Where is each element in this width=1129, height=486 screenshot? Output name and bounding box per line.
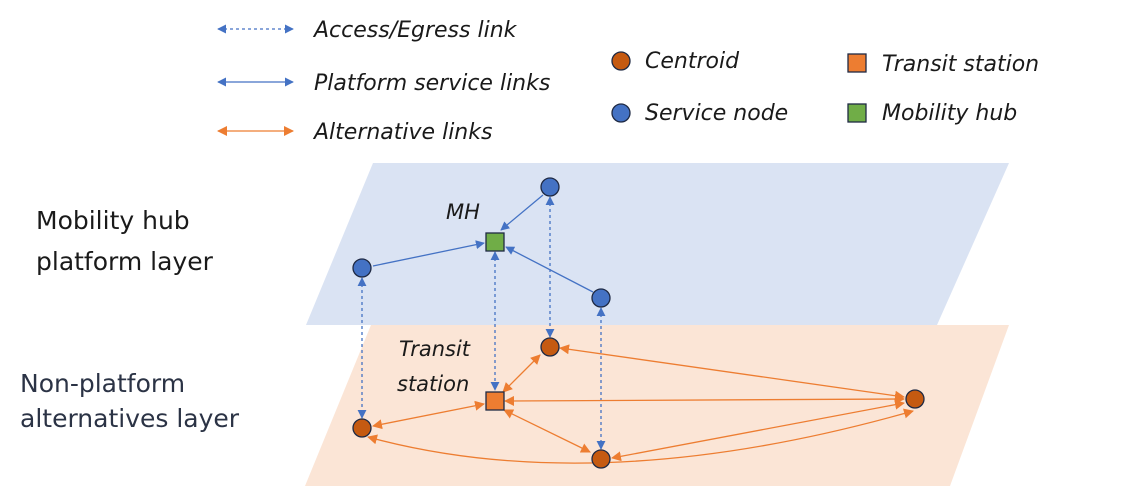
service-node-top bbox=[540, 177, 560, 197]
legend-alternative-label: Alternative links bbox=[312, 120, 492, 145]
legend-mobility-hub-symbol bbox=[847, 103, 867, 123]
transit-station-label-line2: station bbox=[397, 372, 469, 396]
service-node-left bbox=[352, 258, 372, 278]
alt-link-station-centroid-top bbox=[502, 354, 541, 393]
centroid-node-right bbox=[905, 389, 925, 409]
centroid-node-top bbox=[540, 337, 560, 357]
platform-layer-plane bbox=[306, 163, 1009, 325]
legend-platform-service: Platform service links bbox=[217, 71, 550, 96]
legend-service-node-label: Service node bbox=[645, 101, 788, 126]
legend-platform-service-label: Platform service links bbox=[314, 71, 550, 96]
non-platform-layer-label-line2: alternatives layer bbox=[20, 404, 240, 433]
platform-link-top-to-hub bbox=[500, 194, 544, 231]
legend-service-node-symbol bbox=[611, 103, 631, 123]
legend-centroid: Centroid bbox=[611, 49, 740, 74]
transit-station-label-line1: Transit bbox=[399, 337, 471, 361]
legend-centroid-label: Centroid bbox=[645, 49, 740, 74]
platform-layer-label-line2: platform layer bbox=[36, 247, 214, 276]
centroid-node-left bbox=[352, 418, 372, 438]
legend-alternative: Alternative links bbox=[217, 120, 492, 145]
mobility-hub-label: MH bbox=[446, 200, 480, 224]
legend-access-egress-label: Access/Egress link bbox=[312, 18, 518, 43]
alt-link-centroid-top-centroid-right bbox=[559, 344, 905, 401]
platform-layer-label-line1: Mobility hub bbox=[36, 206, 190, 235]
mobility-hub-node bbox=[485, 232, 505, 252]
service-node-right bbox=[591, 288, 611, 308]
legend-transit-station: Transit station bbox=[847, 52, 1039, 77]
transit-station-node bbox=[485, 391, 505, 411]
alt-link-centroid-left-centroid-right-curve bbox=[367, 408, 914, 464]
legend-mobility-hub: Mobility hub bbox=[847, 101, 1017, 126]
platform-link-left-to-hub bbox=[372, 240, 485, 267]
legend-service-node: Service node bbox=[611, 101, 788, 126]
legend-transit-station-label: Transit station bbox=[882, 52, 1039, 77]
legend-transit-station-symbol bbox=[847, 53, 867, 73]
legend-centroid-symbol bbox=[611, 51, 631, 71]
centroid-node-bottom bbox=[591, 449, 611, 469]
non-platform-layer-label-line1: Non-platform bbox=[20, 369, 185, 398]
legend-mobility-hub-label: Mobility hub bbox=[882, 101, 1017, 126]
legend-access-egress: Access/Egress link bbox=[217, 18, 518, 43]
